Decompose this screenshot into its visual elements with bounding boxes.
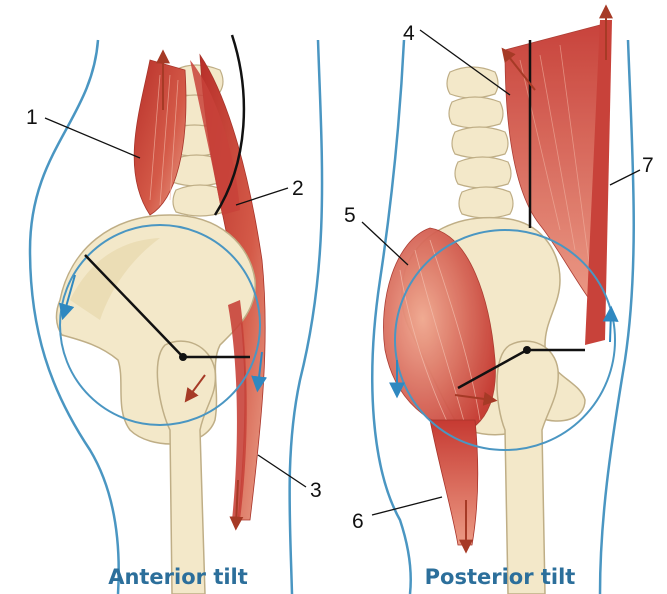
callout-label-5: 5	[344, 204, 356, 227]
callout-line-7	[610, 170, 640, 185]
posterior-tilt-panel: 4 5 6 7 Posterior tilt	[344, 10, 654, 594]
caption-anterior-tilt: Anterior tilt	[108, 565, 248, 589]
femur-right	[497, 341, 558, 594]
anterior-tilt-panel: 1 2 3 Anterior tilt	[26, 35, 322, 594]
hamstring-muscle	[430, 420, 478, 545]
callout-label-3: 3	[310, 479, 322, 502]
callout-label-7: 7	[642, 154, 654, 177]
caption-posterior-tilt: Posterior tilt	[425, 565, 576, 589]
pivot-left	[179, 353, 187, 361]
pivot-right	[523, 346, 531, 354]
callout-line-6	[372, 497, 442, 515]
body-outline-front	[290, 40, 322, 594]
callout-line-5	[362, 222, 408, 265]
callout-label-1: 1	[26, 106, 38, 129]
femur-left	[157, 341, 215, 594]
callout-line-1	[45, 118, 140, 158]
callout-label-6: 6	[352, 510, 364, 533]
rotation-arrow-right-b	[610, 312, 611, 342]
callout-label-2: 2	[292, 177, 304, 200]
callout-label-4: 4	[403, 22, 415, 45]
callout-line-3	[258, 455, 306, 487]
